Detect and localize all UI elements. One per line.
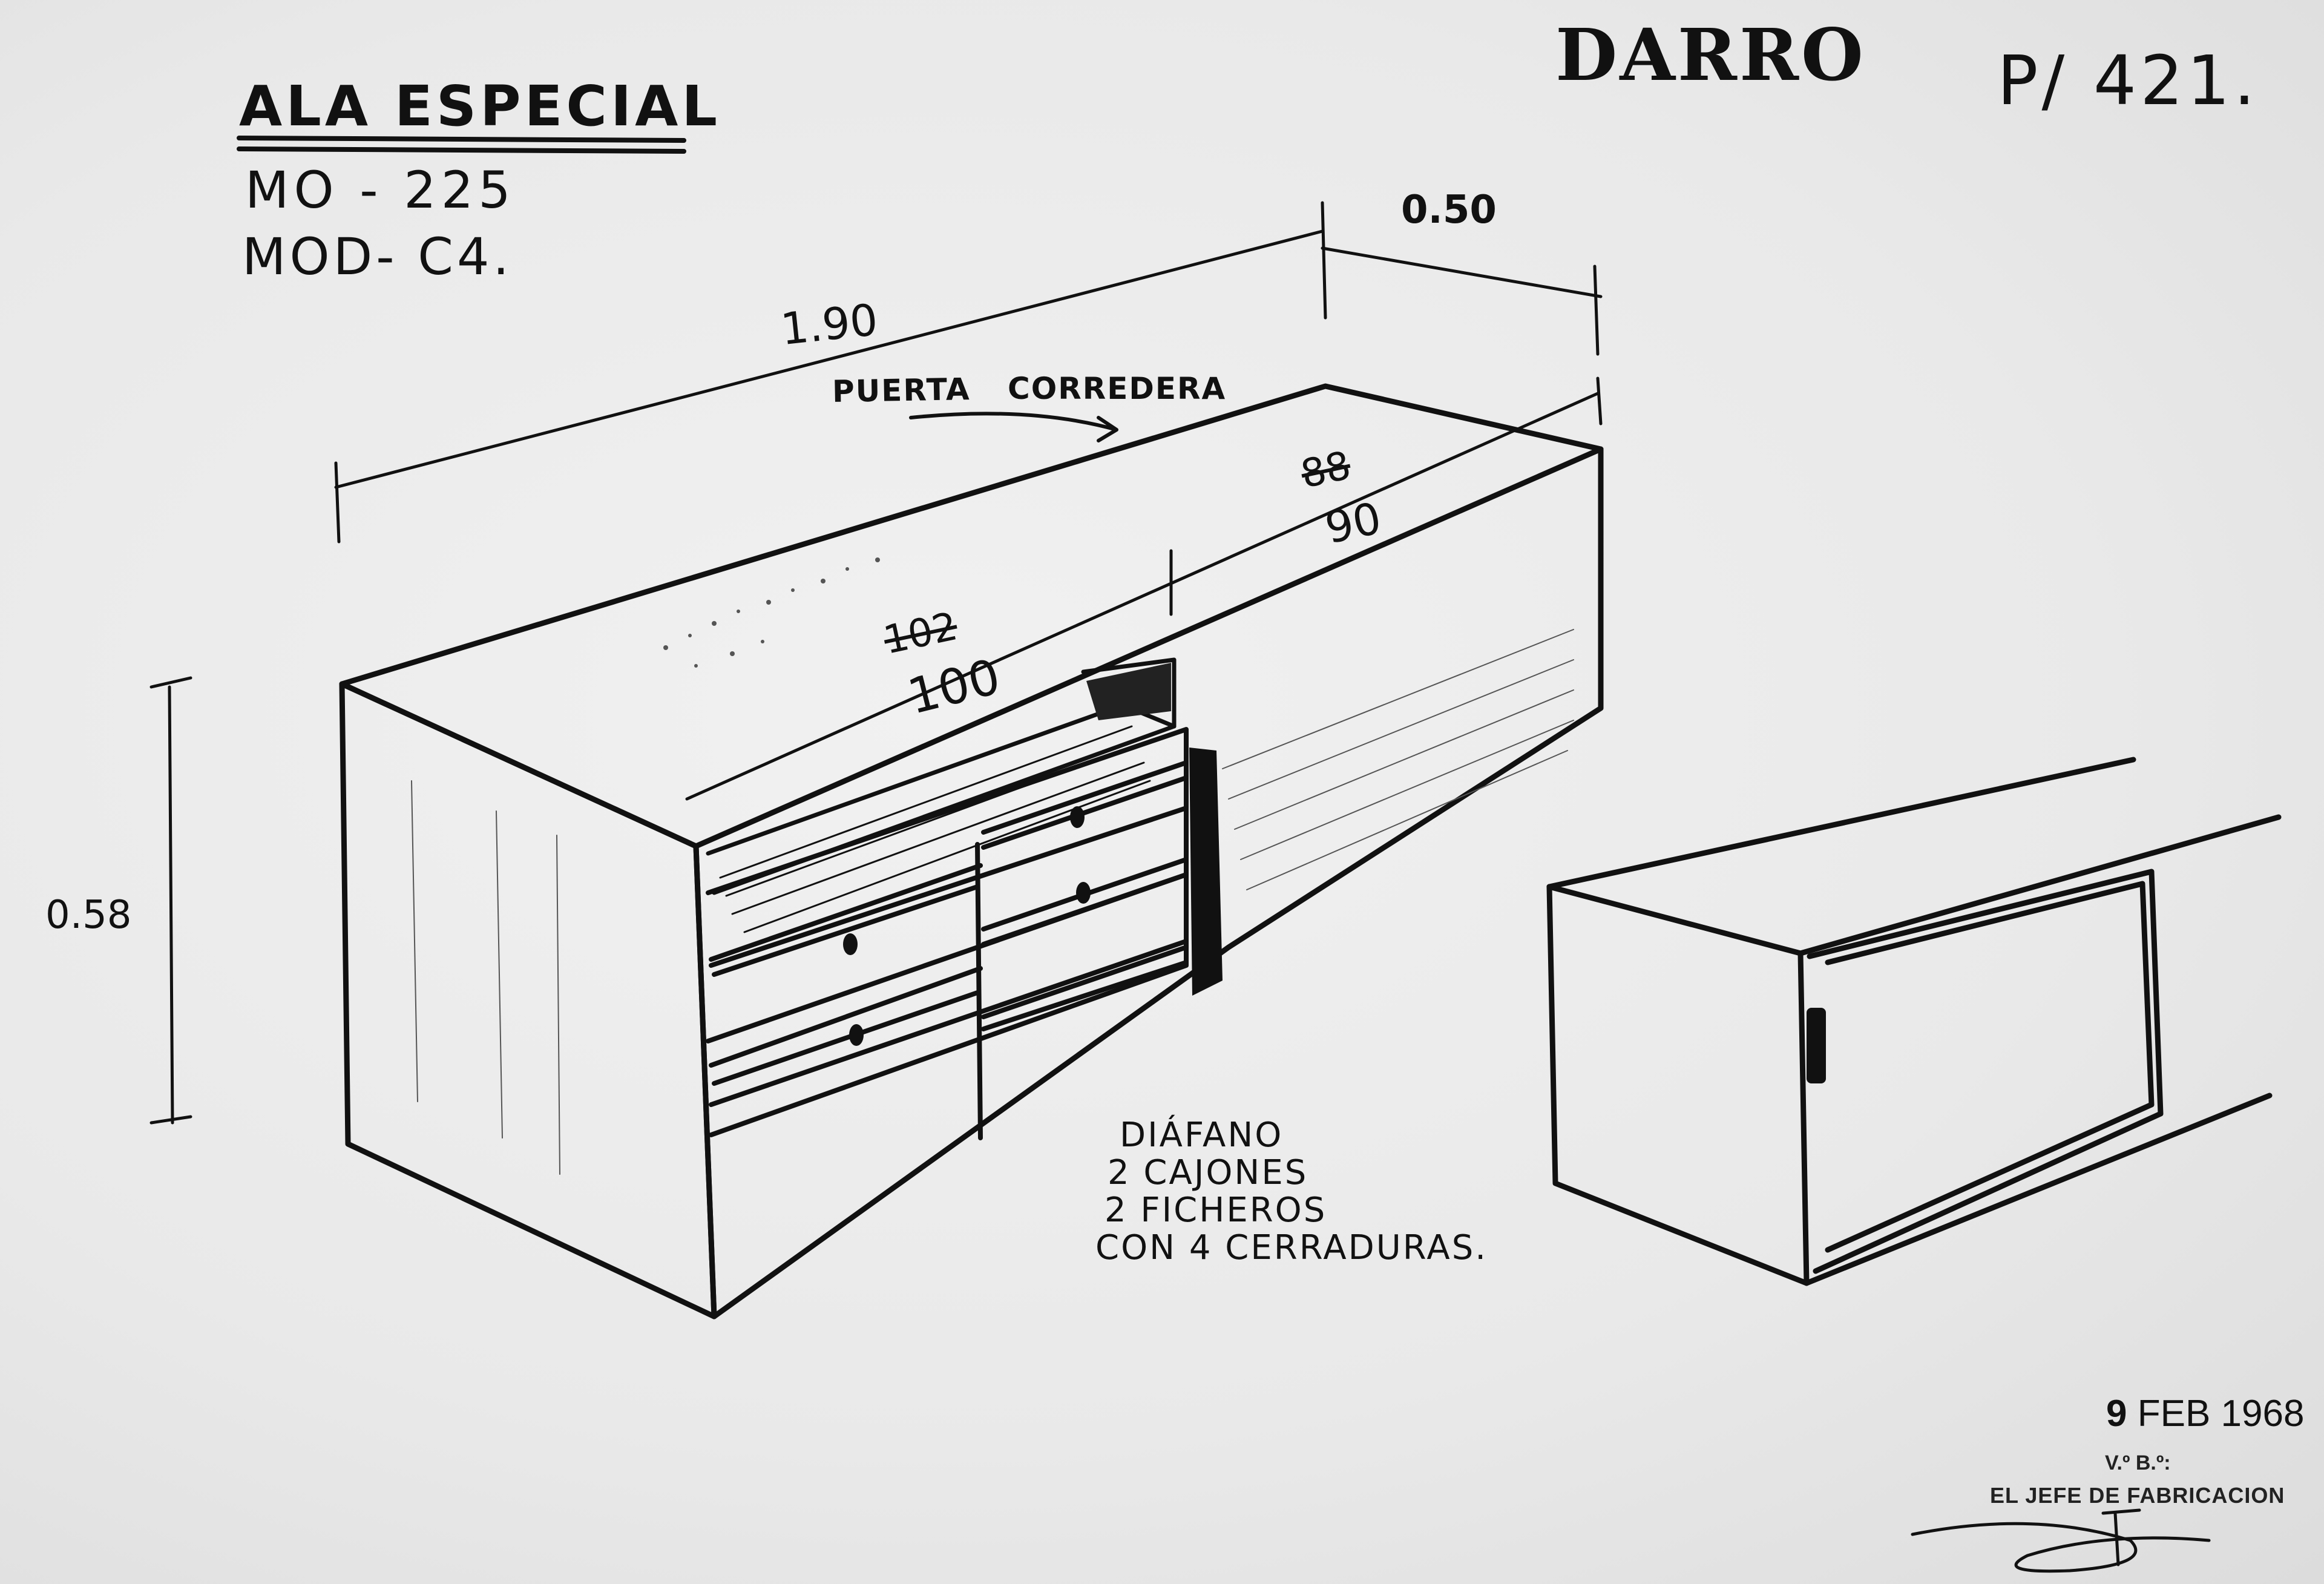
brand-logo: DARRO [1555, 13, 1866, 97]
stamp-role: EL JEFE DE FABRICACION [1990, 1483, 2285, 1508]
dimension-right-section-crossed: 88 [1297, 443, 1355, 498]
dimension-depth-label: 0.50 [1401, 188, 1497, 232]
spec-line-drawers: 2 CAJONES [1108, 1153, 1308, 1192]
model-code: MOD- C4. [242, 227, 513, 286]
sliding-door-label: PUERTA [832, 372, 971, 409]
drawer-side-shadow [1189, 748, 1223, 996]
dimension-right-section-label: 90 [1321, 492, 1386, 554]
signature [1911, 1508, 2211, 1573]
sliding-door-label-2: CORREDERA [1008, 371, 1227, 406]
spec-line-files: 2 FICHEROS [1105, 1191, 1327, 1230]
stamp-approval: V.º B.º: [2105, 1451, 2171, 1474]
model-number: MO - 225 [245, 160, 516, 220]
door-arrow [909, 412, 1118, 442]
stamp-day: 9 [2106, 1393, 2127, 1434]
spec-line-locks: CON 4 CERRADURAS. [1095, 1228, 1488, 1267]
dimension-length-label: 1.90 [778, 294, 881, 355]
dimension-height-label: 0.58 [45, 893, 132, 938]
drawer-knobs [843, 806, 1091, 1046]
side-texture [411, 629, 1574, 1175]
drawing-reference: P/ 421. [1997, 42, 2259, 120]
opening-shadow [1086, 663, 1171, 720]
main-cabinet [339, 383, 1604, 1319]
secondary-cabinet-handle [1807, 1008, 1826, 1083]
top-stipple [663, 557, 880, 668]
opening-hatch [719, 725, 1151, 933]
spec-line-open: DIÁFANO [1120, 1116, 1284, 1155]
stamp-month-year: FEB 1968 [2137, 1393, 2305, 1434]
secondary-cabinet [1546, 757, 2282, 1286]
stamp-date: 9 FEB 1968 [2106, 1392, 2304, 1435]
title-underline [237, 136, 686, 154]
drawing-title: ALA ESPECIAL [239, 74, 721, 139]
drawers [706, 727, 1189, 1140]
dimension-lines [149, 201, 1603, 1125]
